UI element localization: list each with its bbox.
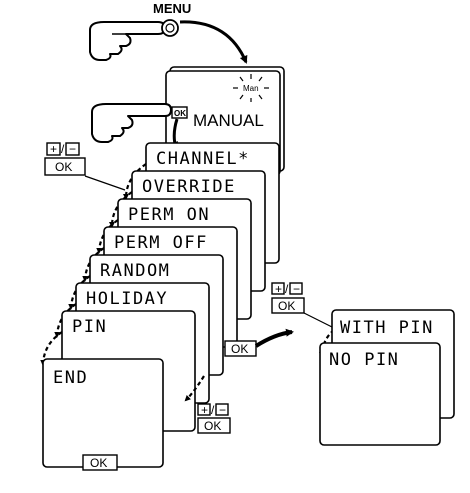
screen-no-pin[interactable]: NO PIN — [319, 342, 441, 446]
plus-minus-keys[interactable]: + / − — [46, 142, 80, 156]
svg-text:OK: OK — [55, 160, 72, 174]
svg-text:OK: OK — [231, 342, 248, 356]
svg-text:OK: OK — [204, 419, 221, 433]
blinking-indicator-icon — [233, 74, 269, 102]
hand-pointer-icon — [91, 103, 172, 143]
menu-scroll-arrows — [40, 163, 147, 366]
svg-text:PERM OFF: PERM OFF — [114, 233, 208, 253]
svg-text:/: / — [285, 282, 289, 296]
svg-text:/: / — [61, 142, 65, 156]
svg-text:OK: OK — [90, 456, 107, 470]
svg-text:−: − — [293, 282, 300, 296]
svg-text:WITH PIN: WITH PIN — [340, 318, 434, 338]
svg-text:OK: OK — [174, 109, 186, 118]
hand-pointer-icon — [89, 21, 166, 61]
plus-minus-keys-bottom[interactable]: + / − — [197, 403, 229, 417]
curved-arrow-icon — [254, 328, 294, 348]
svg-text:CHANNEL*: CHANNEL* — [156, 149, 250, 169]
ok-key-bottom[interactable]: OK — [197, 417, 231, 434]
menu-arrow — [179, 20, 248, 64]
svg-text:+: + — [201, 403, 208, 417]
svg-text:NO PIN: NO PIN — [329, 350, 399, 370]
manual-label: MANUAL — [193, 111, 264, 130]
plus-minus-keys-right[interactable]: + / − — [271, 282, 303, 296]
ok-key-right[interactable]: OK — [271, 297, 305, 314]
svg-text:+: + — [275, 282, 282, 296]
ok-key[interactable]: OK — [44, 157, 86, 176]
menu-stack: CHANNEL* OVERRIDE PERM ON PERM OFF RANDO… — [42, 142, 280, 468]
man-badge: Man — [243, 84, 259, 93]
screen-end[interactable]: END — [42, 358, 164, 468]
svg-text:HOLIDAY: HOLIDAY — [86, 289, 168, 309]
ok-key-pin[interactable]: OK — [224, 340, 257, 357]
svg-text:+: + — [50, 142, 57, 156]
svg-text:/: / — [211, 403, 215, 417]
return-arrow — [184, 375, 205, 402]
svg-text:OVERRIDE: OVERRIDE — [142, 177, 236, 197]
svg-text:RANDOM: RANDOM — [100, 261, 170, 281]
svg-text:−: − — [69, 142, 76, 156]
svg-text:OK: OK — [278, 299, 295, 313]
svg-text:END: END — [53, 368, 88, 388]
svg-text:PIN: PIN — [72, 317, 107, 337]
menu-button-icon[interactable] — [161, 19, 179, 37]
svg-text:−: − — [219, 403, 226, 417]
pin-submenu: WITH PIN NO PIN — [319, 309, 455, 446]
menu-label: MENU — [153, 1, 191, 16]
ok-button-small[interactable]: OK — [171, 106, 188, 119]
ok-key-end[interactable]: OK — [82, 454, 118, 471]
key-pointer-line — [84, 175, 126, 191]
svg-text:PERM ON: PERM ON — [128, 205, 210, 225]
